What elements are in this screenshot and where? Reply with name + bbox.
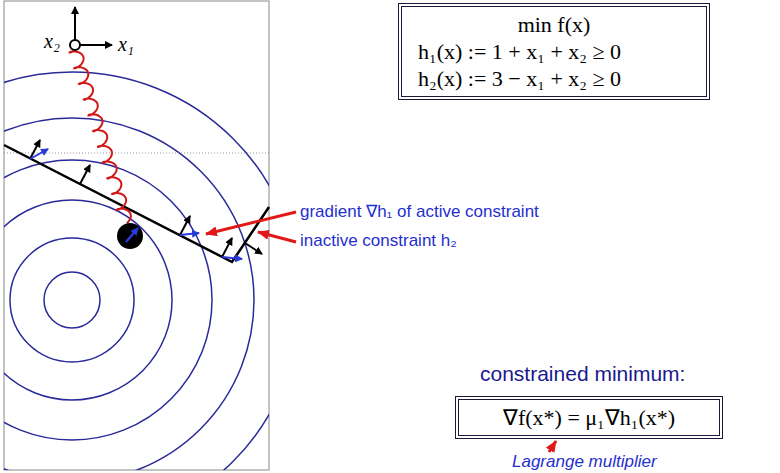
axes <box>70 7 112 50</box>
axis-label: x₁ <box>118 33 134 56</box>
constraint-boundary <box>4 145 269 262</box>
constraint-1: h₁(x) := 1 + x₁ + x₂ ≥ 0 <box>418 38 690 65</box>
heading-label: constrained minimum: <box>480 362 685 386</box>
gradient-arrows <box>30 140 262 259</box>
constraint-2: h₂(x) := 3 − x₁ + x₂ ≥ 0 <box>418 65 690 92</box>
ball <box>117 223 143 249</box>
panel-frame <box>4 1 269 470</box>
contour-lines <box>4 72 269 470</box>
callout-label: gradient ∇h₁ of active constraint <box>300 201 539 222</box>
spring <box>70 50 131 223</box>
objective: min f(x) <box>418 11 690 38</box>
ball-arrow <box>126 228 138 242</box>
callout-label: Lagrange multiplier <box>512 452 657 472</box>
formula-box: min f(x)h₁(x) := 1 + x₁ + x₂ ≥ 0h₂(x) :=… <box>398 3 710 100</box>
equation: ∇f(x*) = μ₁∇h₁(x*) <box>475 404 703 431</box>
lagrange-equation-box: ∇f(x*) = μ₁∇h₁(x*) <box>455 396 723 439</box>
axis-label: x₂ <box>44 30 60 53</box>
callout-label: inactive constraint h₂ <box>300 231 457 251</box>
dotted-line <box>4 153 269 154</box>
